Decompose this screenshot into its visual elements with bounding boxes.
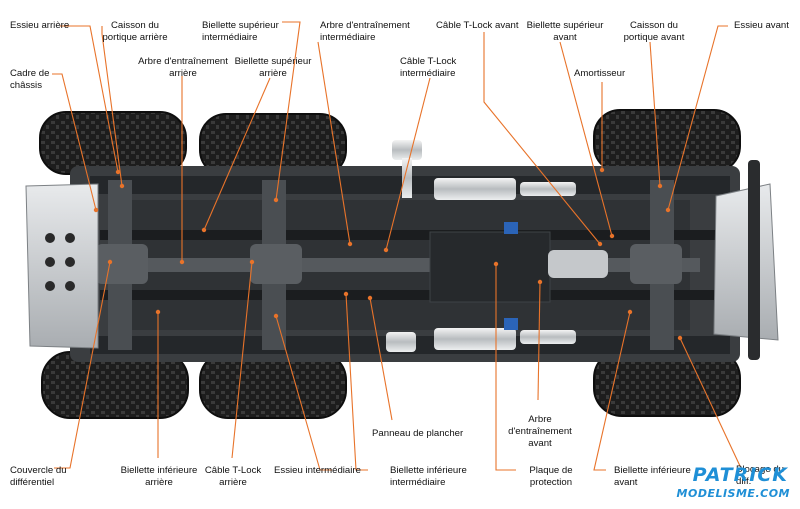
leader-biellette-sup-avant bbox=[559, 41, 613, 237]
leader-essieu-arriere bbox=[60, 25, 119, 173]
label-plaque-protection: Plaque de protection bbox=[529, 465, 573, 488]
leader-cable-tlock-arriere bbox=[231, 261, 253, 459]
label-cadre-chassis: Cadre de châssis bbox=[10, 68, 50, 91]
label-biellette-inf-avant: Biellette inférieure avant bbox=[614, 465, 691, 488]
label-biellette-sup-intermediaire: Biellette supérieur intermédiaire bbox=[202, 20, 279, 43]
leader-couvercle bbox=[54, 261, 111, 469]
label-caisson-portique-avant: Caisson du portique avant bbox=[623, 20, 685, 43]
leader-blocage-diff bbox=[679, 337, 741, 467]
label-essieu-intermediaire: Essieu intermédiaire bbox=[274, 465, 361, 476]
label-arbre-entrainement-avant: Arbre d'entraînement avant bbox=[508, 414, 572, 449]
leader-caisson-arriere bbox=[101, 26, 123, 187]
tires bbox=[39, 109, 741, 419]
label-panneau-plancher: Panneau de plancher bbox=[372, 428, 464, 439]
label-blocage-diff: Blocage du diff. bbox=[736, 464, 785, 487]
leader-cable-tlock-avant bbox=[483, 32, 601, 245]
leader-biellette-inf-avant bbox=[593, 311, 631, 471]
leader-plaque bbox=[495, 264, 516, 471]
watermark-site: MODELISME.COM bbox=[676, 487, 790, 500]
label-biellette-inf-arriere: Biellette inférieure arrière bbox=[120, 465, 198, 488]
leader-biellette-inf-inter bbox=[345, 293, 368, 471]
rear-skid-plate bbox=[25, 183, 99, 349]
leader-caisson-avant bbox=[649, 41, 661, 187]
label-amortisseur: Amortisseur bbox=[574, 68, 626, 79]
leader-cadre-chassis bbox=[52, 73, 97, 211]
label-biellette-sup-avant: Biellette supérieur avant bbox=[526, 20, 604, 43]
label-essieu-avant: Essieu avant bbox=[734, 20, 789, 31]
label-biellette-inf-intermediaire: Biellette inférieure intermédiaire bbox=[390, 465, 467, 488]
label-arbre-entrainement-intermediaire: Arbre d'entraînement intermédiaire bbox=[320, 20, 410, 43]
label-essieu-arriere: Essieu arrière bbox=[10, 20, 70, 31]
leader-arbre-avant bbox=[537, 281, 541, 401]
chassis-frame bbox=[70, 166, 740, 362]
label-cable-tlock-intermediaire: Câble T-Lock intermédiaire bbox=[400, 56, 457, 79]
label-couvercle-differentiel: Couvercle du différentiel bbox=[10, 465, 67, 488]
watermark-logo: PATRICK bbox=[692, 464, 788, 486]
label-biellette-sup-arriere: Biellette supérieur arrière bbox=[234, 56, 312, 79]
front-bumper bbox=[713, 160, 779, 360]
label-caisson-portique-arriere: Caisson du portique arrière bbox=[102, 20, 168, 43]
leader-arbre-inter bbox=[317, 41, 351, 245]
label-cable-tlock-arriere: Câble T-Lock arrière bbox=[204, 465, 262, 488]
label-cable-tlock-avant: Câble T-Lock avant bbox=[436, 20, 519, 31]
leader-cable-tlock-inter bbox=[385, 77, 431, 251]
leader-panneau bbox=[369, 297, 393, 421]
leader-biellette-sup-arriere bbox=[203, 77, 271, 231]
leader-essieu-avant bbox=[667, 25, 728, 211]
leader-essieu-inter bbox=[275, 315, 332, 471]
tire-front-top bbox=[593, 109, 741, 173]
leader-dots bbox=[93, 167, 683, 341]
leader-lines bbox=[52, 21, 741, 471]
leader-biellette-sup-inter bbox=[275, 21, 301, 201]
label-arbre-entrainement-arriere: Arbre d'entraînement arrière bbox=[138, 56, 228, 79]
